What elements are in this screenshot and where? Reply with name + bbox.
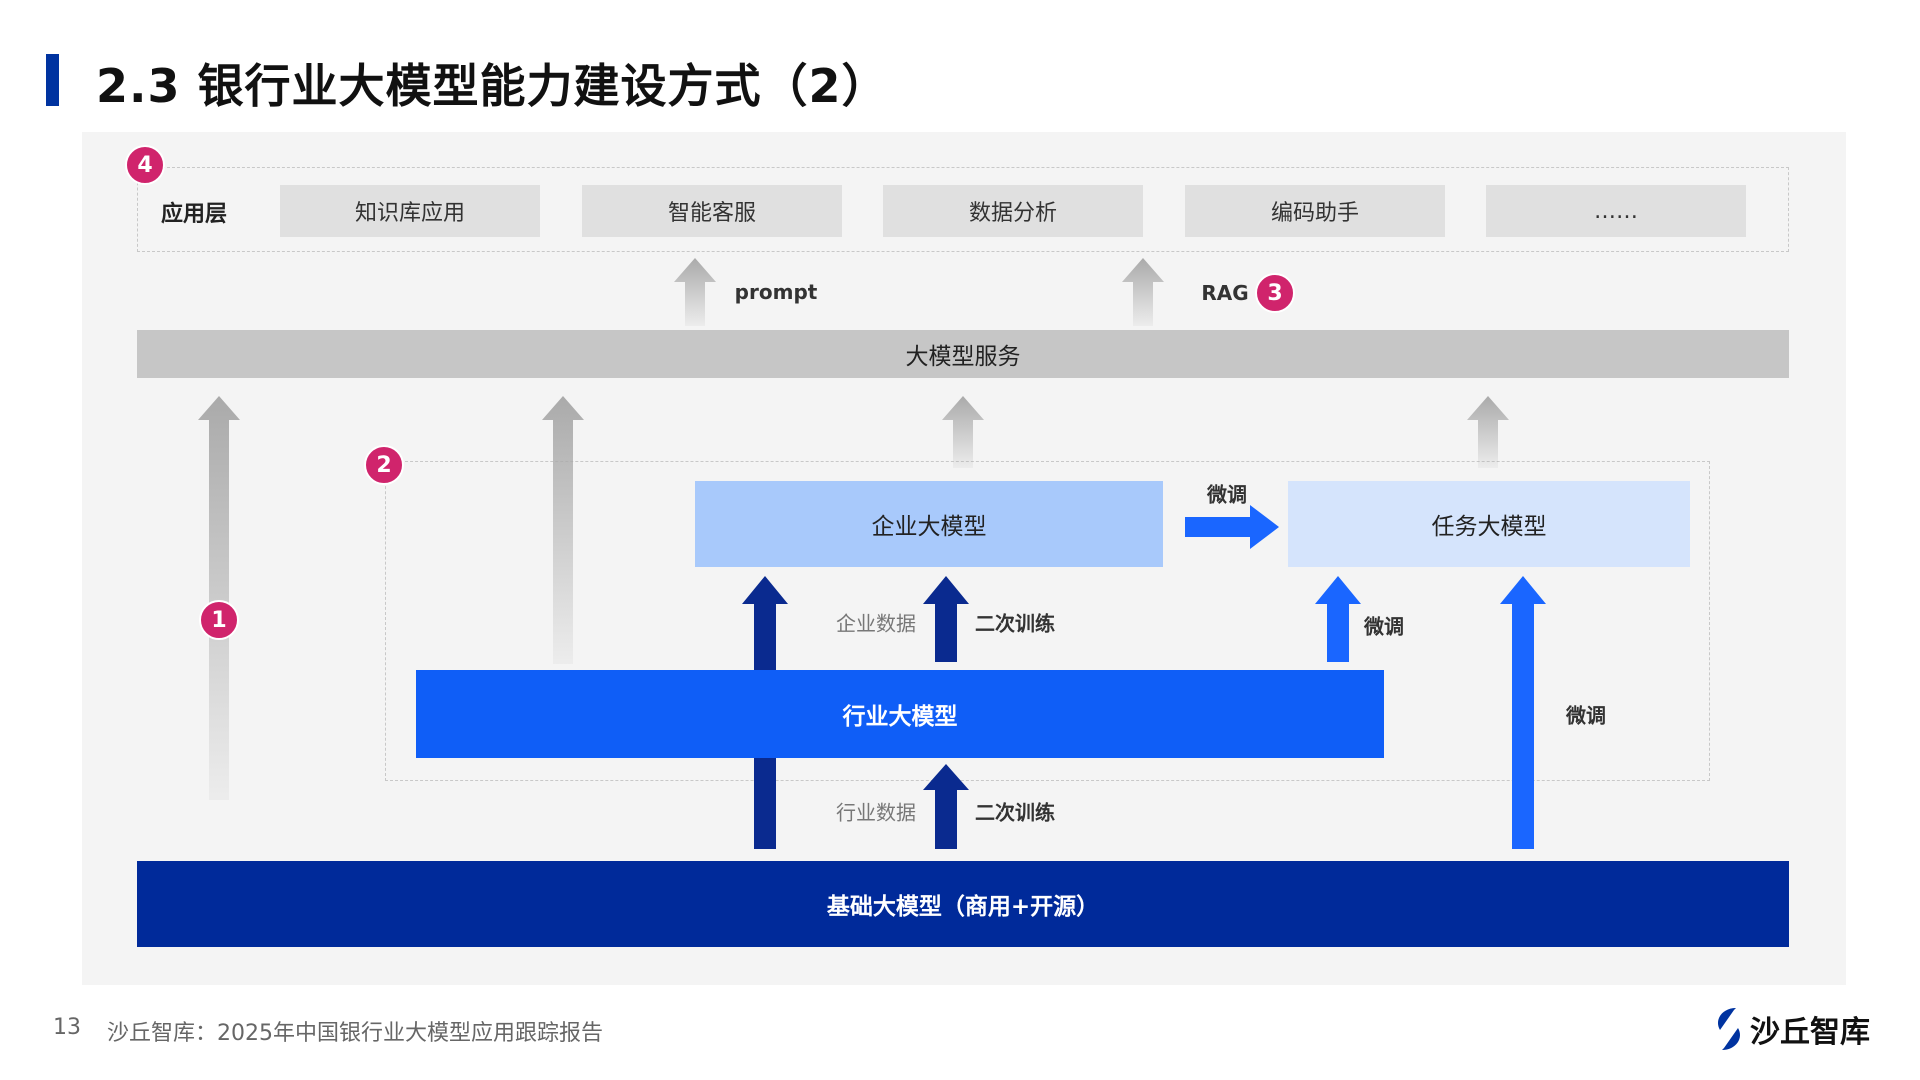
enterprise-data-label: 企业数据 (836, 611, 916, 636)
industry-to-task-arrow (1315, 576, 1361, 662)
enterprise-to-service-arrow (942, 396, 984, 468)
application-layer-label: 应用层 (161, 202, 228, 227)
secondary-training-label-1: 二次训练 (975, 611, 1055, 636)
industry-to-enterprise-arrow (923, 576, 969, 662)
industry-model-box: 行业大模型 (416, 670, 1384, 758)
llm-service-bar: 大模型服务 (137, 330, 1789, 378)
brand-logo: 沙丘智库 (1714, 1006, 1870, 1052)
rag-label: RAG (1201, 281, 1249, 305)
finetune-horizontal-arrow (1185, 505, 1279, 549)
badge-4: 4 (125, 145, 165, 185)
application-layer-box (137, 167, 1789, 252)
title-accent-bar (46, 54, 59, 106)
logo-mark-icon (1717, 1008, 1741, 1050)
path2-arrow (542, 396, 584, 664)
enterprise-model-box: 企业大模型 (695, 481, 1163, 567)
rag-arrow (1122, 258, 1164, 326)
path1-arrow (198, 396, 240, 800)
task-to-service-arrow (1467, 396, 1509, 468)
finetune-label-industry-task: 微调 (1364, 614, 1404, 639)
app-more: …… (1486, 185, 1746, 237)
secondary-training-label-2: 二次训练 (975, 800, 1055, 825)
app-coding-assistant: 编码助手 (1185, 185, 1445, 237)
task-model-box: 任务大模型 (1288, 481, 1690, 567)
app-knowledge-base: 知识库应用 (280, 185, 540, 237)
finetune-label-horizontal: 微调 (1207, 482, 1247, 507)
report-source: 沙丘智库：2025年中国银行业大模型应用跟踪报告 (107, 1021, 603, 1046)
base-to-industry-arrow (923, 764, 969, 849)
page-number: 13 (53, 1015, 81, 1040)
badge-1: 1 (199, 600, 239, 640)
base-model-bar: 基础大模型（商用+开源） (137, 861, 1789, 947)
badge-3: 3 (1255, 273, 1295, 313)
prompt-label: prompt (734, 280, 818, 304)
finetune-label-base-task: 微调 (1566, 703, 1606, 728)
badge-2: 2 (364, 445, 404, 485)
app-customer-service: 智能客服 (582, 185, 842, 237)
app-data-analysis: 数据分析 (883, 185, 1143, 237)
logo-text: 沙丘智库 (1750, 1015, 1870, 1050)
page-title: 2.3 银行业大模型能力建设方式（2） (96, 59, 889, 113)
industry-data-label: 行业数据 (836, 800, 916, 825)
scope-box-2 (385, 461, 1710, 781)
base-to-task-arrow (1500, 576, 1546, 849)
prompt-arrow (674, 258, 716, 326)
